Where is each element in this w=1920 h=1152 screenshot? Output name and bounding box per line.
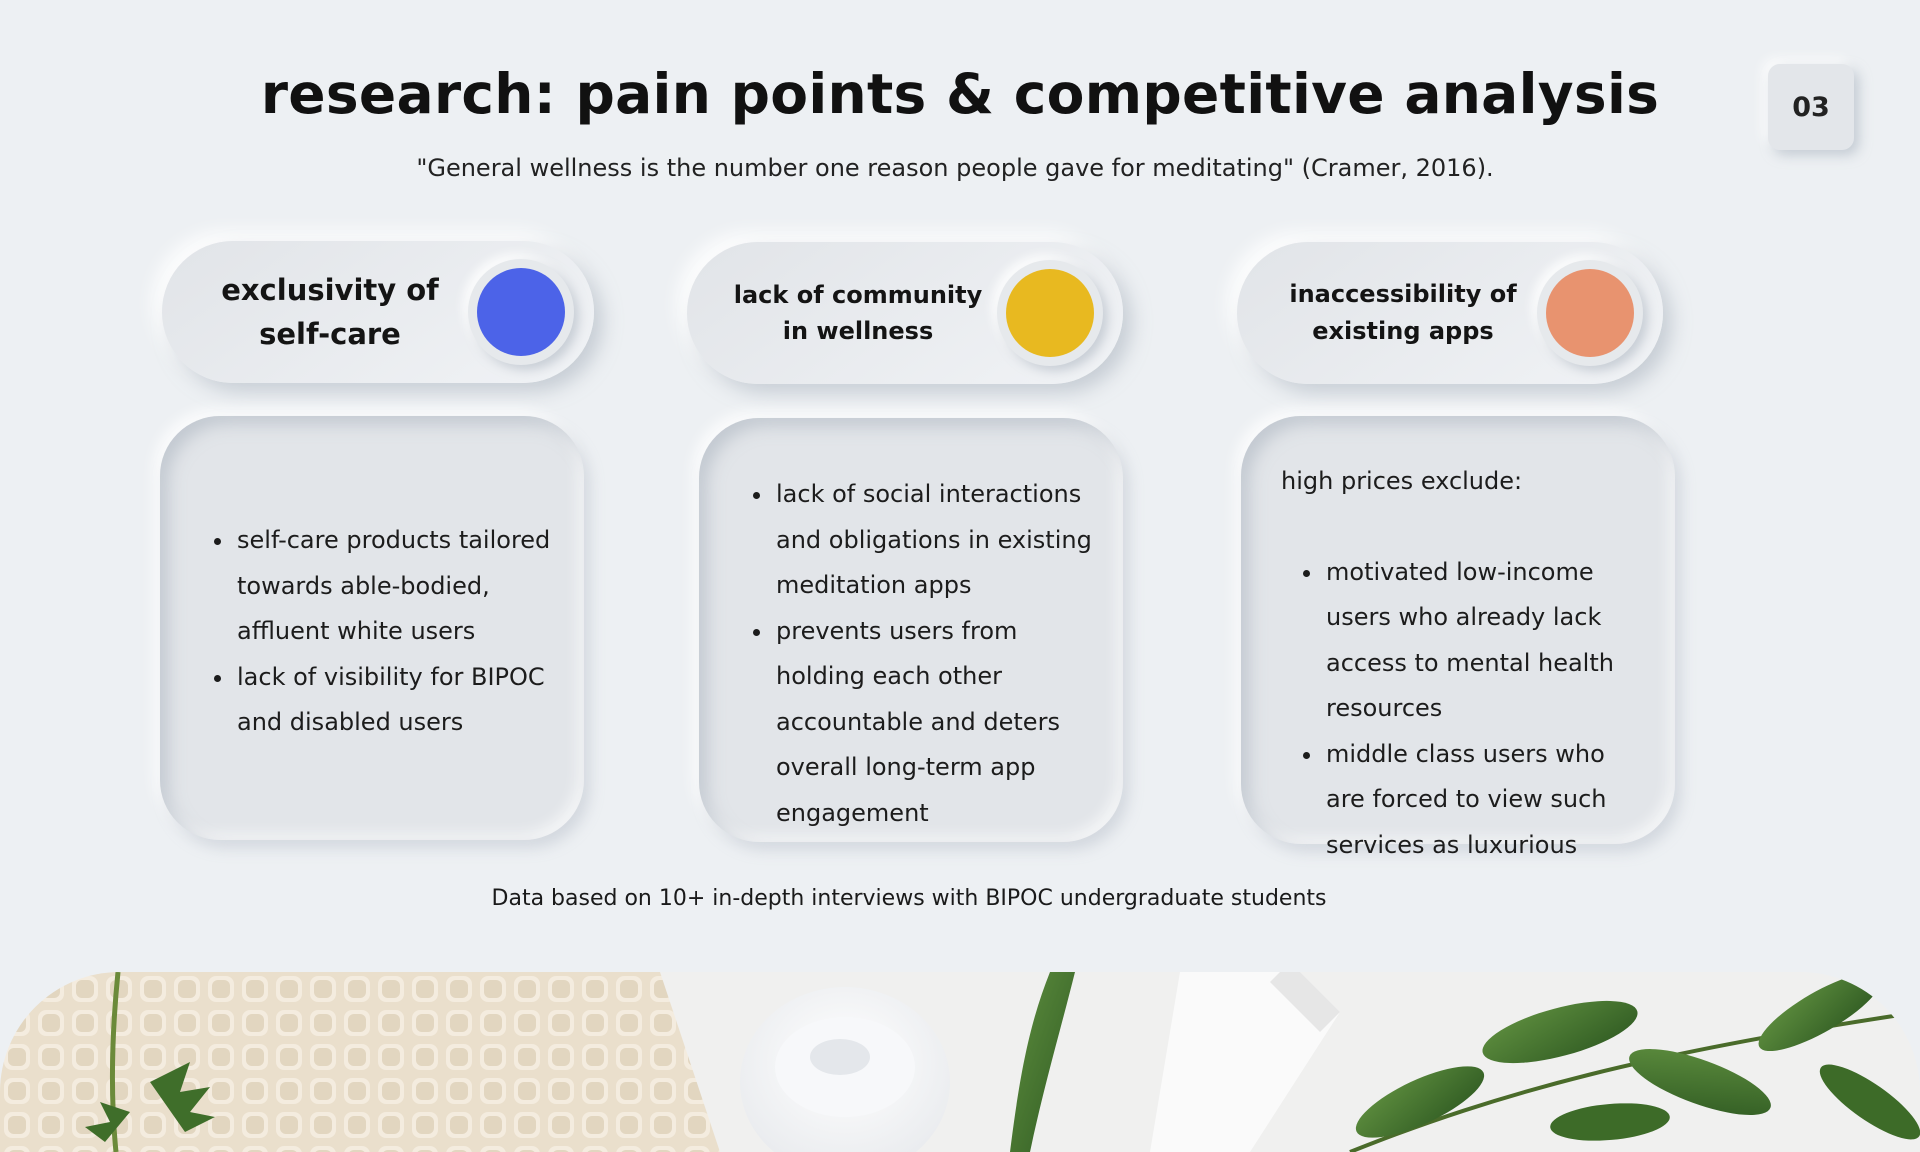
color-dot-ring <box>1537 260 1643 366</box>
orange-dot-icon <box>1546 269 1634 357</box>
bullet-list: self-care products tailored towards able… <box>210 518 554 746</box>
photo-illustration <box>0 972 1920 1152</box>
color-dot-ring <box>468 259 574 365</box>
slide-title: research: pain points & competitive anal… <box>260 62 1660 126</box>
footnote: Data based on 10+ in-depth interviews wi… <box>491 886 1327 911</box>
bullet-list: motivated low-income users who already l… <box>1281 550 1649 869</box>
pain-point-card-community: lack of social interactions and obligati… <box>699 418 1123 842</box>
color-dot-ring <box>997 260 1103 366</box>
list-item: self-care products tailored towards able… <box>235 518 554 655</box>
list-item: prevents users from holding each other a… <box>774 609 1097 837</box>
list-item: motivated low-income users who already l… <box>1324 550 1649 732</box>
list-item: lack of visibility for BIPOC and disable… <box>235 655 554 746</box>
decorative-photo <box>0 972 1920 1152</box>
bullet-list: lack of social interactions and obligati… <box>749 472 1097 836</box>
yellow-dot-icon <box>1006 269 1094 357</box>
list-item: middle class users who are forced to vie… <box>1324 732 1649 869</box>
card-intro: high prices exclude: <box>1281 467 1523 495</box>
list-item: lack of social interactions and obligati… <box>774 472 1097 609</box>
slide-quote: "General wellness is the number one reas… <box>416 154 1494 182</box>
pain-point-card-inaccessibility: high prices exclude: motivated low-incom… <box>1241 416 1675 859</box>
blue-dot-icon <box>477 268 565 356</box>
page-number-badge: 03 <box>1768 64 1854 150</box>
pain-point-card-exclusivity: self-care products tailored towards able… <box>160 416 584 840</box>
